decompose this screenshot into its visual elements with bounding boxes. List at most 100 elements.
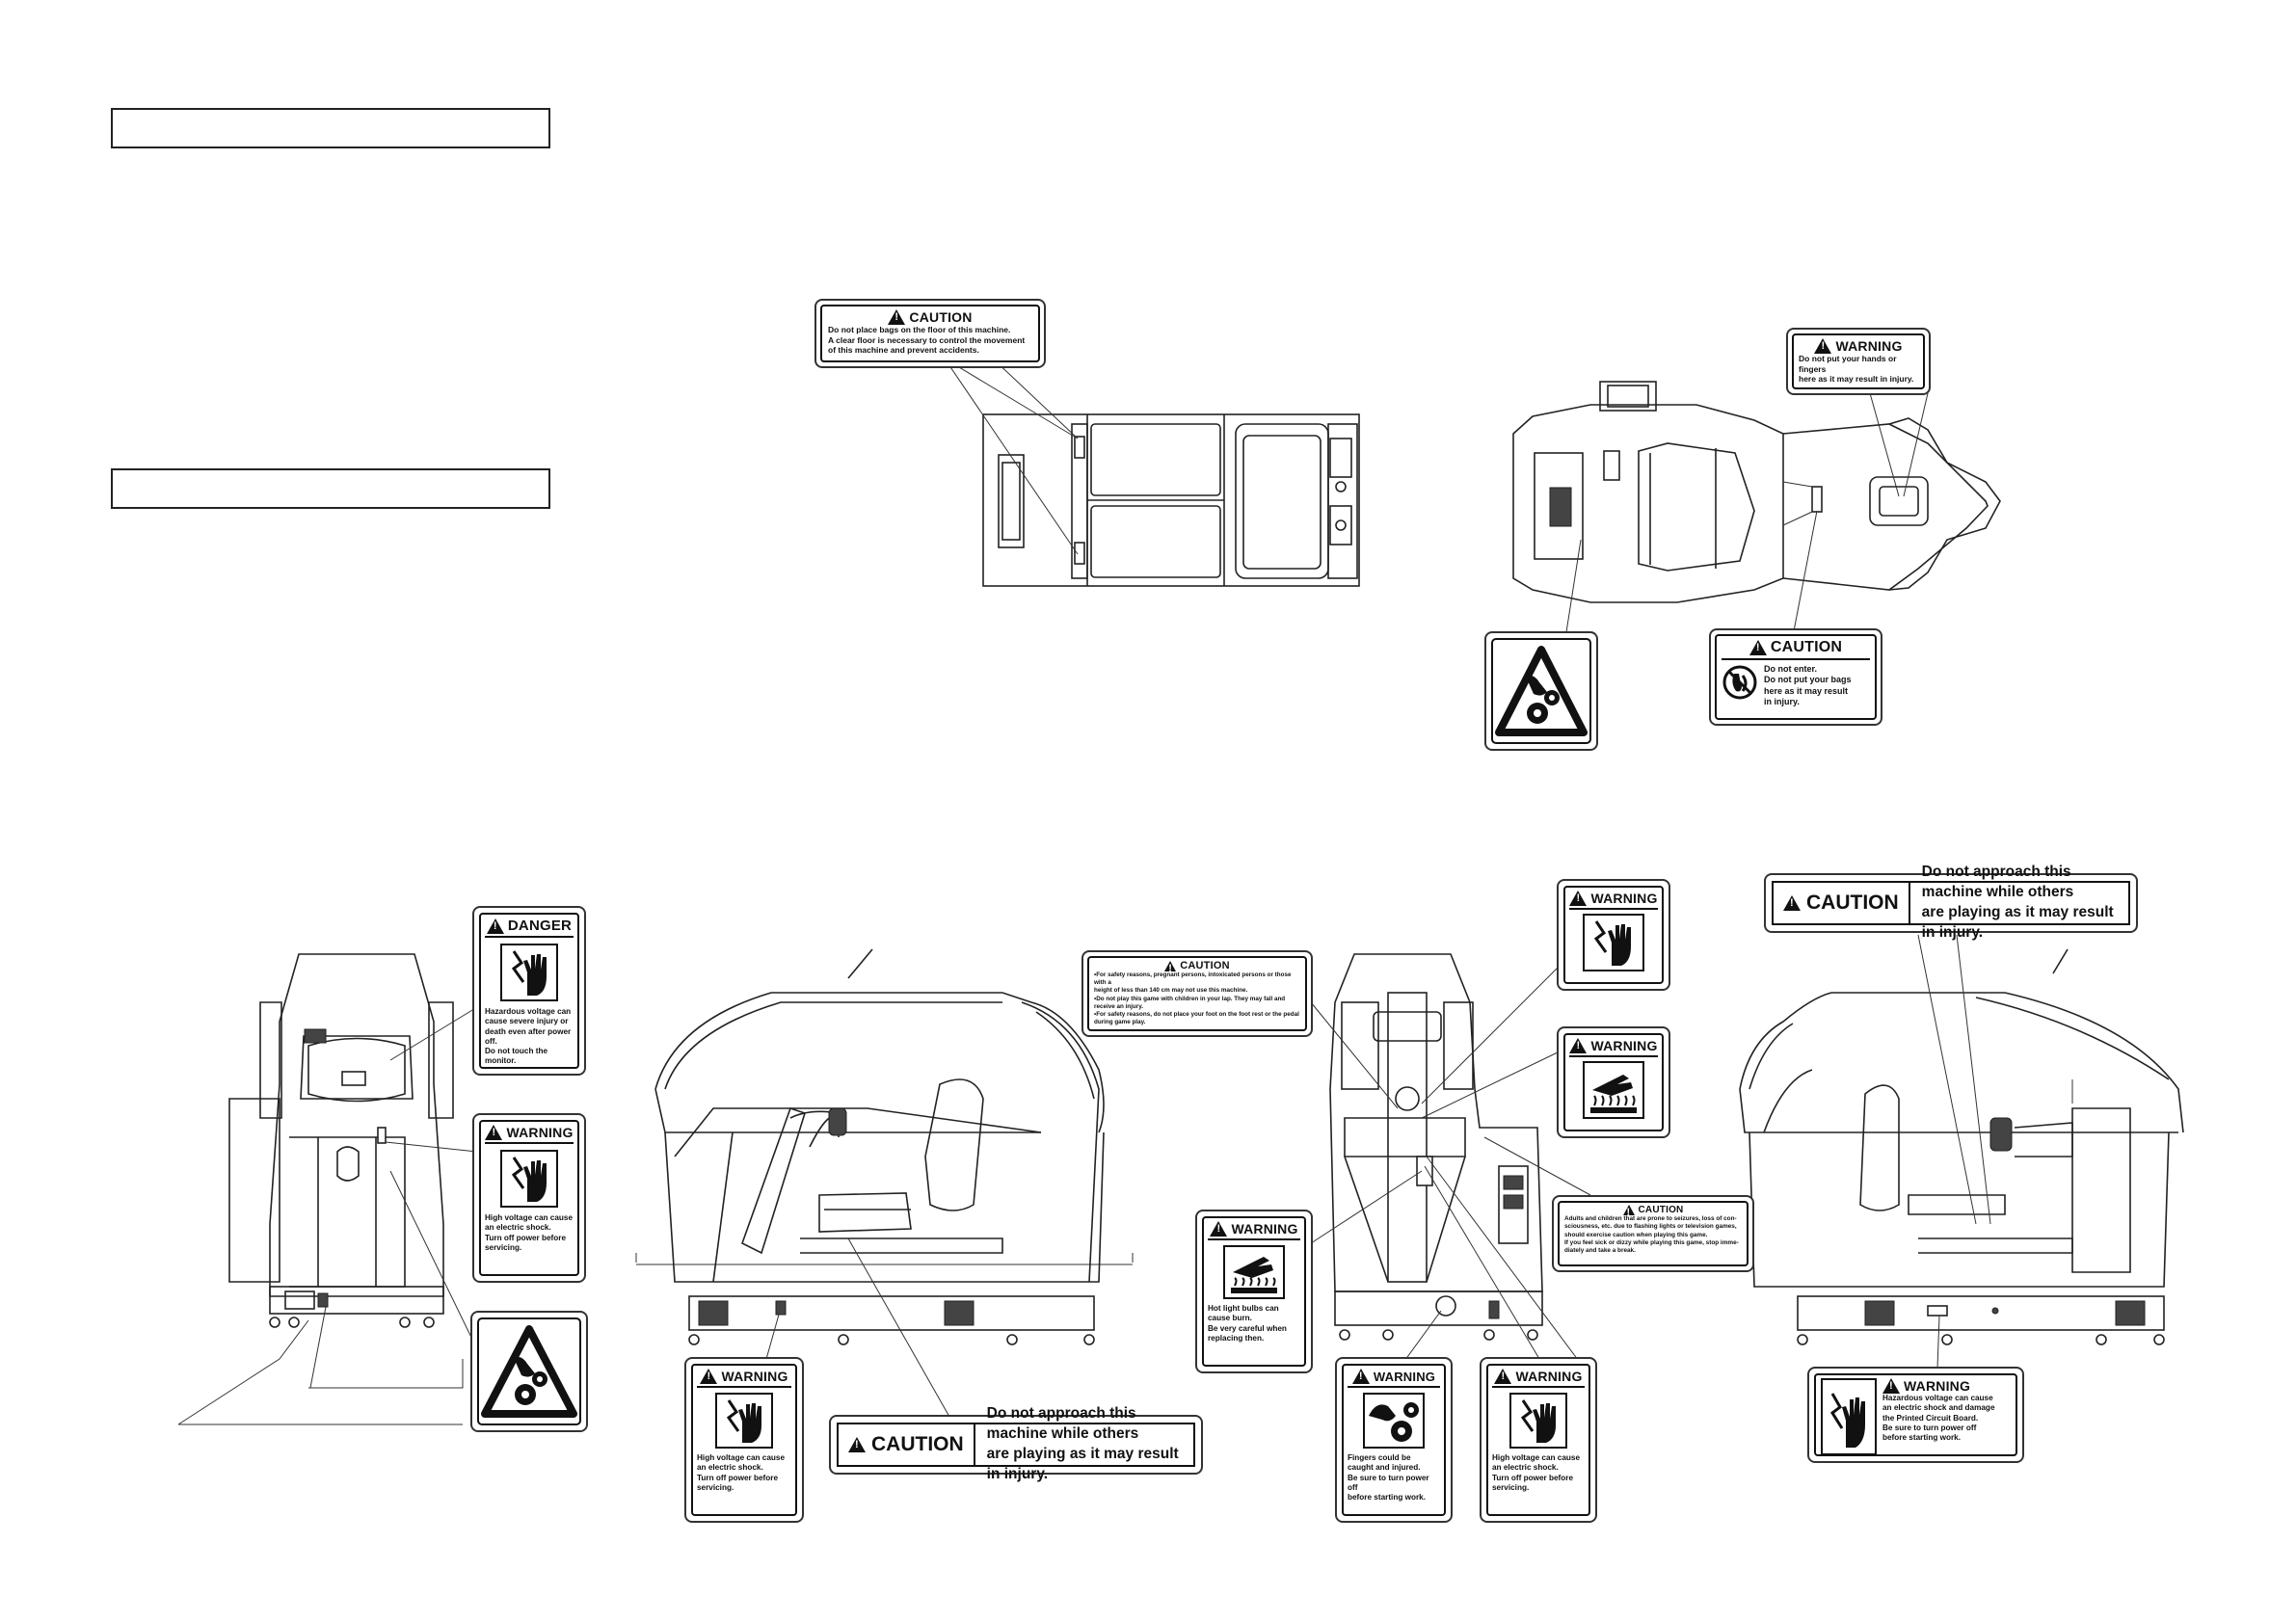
caution-safety-line-1: •For safety reasons, pregnant persons, i… (1094, 971, 1292, 987)
warning-fingers-line-4: before starting work. (1348, 1493, 1426, 1502)
warning-voltage-left-line-1: High voltage can cause (485, 1213, 574, 1222)
gear-pinch-icon (477, 1317, 581, 1425)
warning-voltage-bottom-line-1: High voltage can cause (697, 1453, 786, 1462)
caution-banner-2-header: CAUTION (1806, 891, 1899, 914)
caution-safety-label: CAUTION •For safety reasons, pregnant pe… (1081, 950, 1313, 1037)
electric-shock-hand-icon (500, 944, 558, 1001)
caution-banner-2-line-2: are playing as it may result in injury. (1921, 904, 2114, 941)
alert-triangle-icon (1569, 891, 1588, 906)
danger-monitor-label: DANGER Hazardous voltage can cause sever… (472, 906, 586, 1076)
warning-hand-top-label: WARNING (1557, 879, 1670, 991)
section-header-box-2 (111, 468, 550, 509)
no-step-icon (1722, 665, 1757, 700)
caution-banner-1-line-2: are playing as it may result in injury. (986, 1446, 1179, 1482)
alert-triangle-icon (888, 309, 906, 325)
gear-pinch-icon (1491, 638, 1591, 744)
alert-triangle-icon (1164, 960, 1177, 974)
alert-triangle-icon (1814, 338, 1832, 354)
danger-monitor-header: DANGER (507, 918, 573, 934)
warning-hands-label: WARNING Do not put your hands or fingers… (1786, 328, 1931, 395)
caution-floor-label: CAUTION Do not place bags on the floor o… (814, 299, 1046, 368)
warning-pcb-line-5: before starting work. (1882, 1433, 1961, 1442)
gear-pinch-label-left (470, 1311, 588, 1432)
warning-bulbs-line-3: Be very careful when (1208, 1323, 1287, 1333)
machine-side-view-right (1739, 934, 2184, 1370)
gear-pinch-label-top (1484, 631, 1598, 751)
caution-safety-line-3: •Do not play this game with children in … (1094, 995, 1286, 1010)
hot-surface-icon (1223, 1245, 1285, 1299)
warning-bulbs-header: WARNING (1231, 1221, 1298, 1237)
warning-bulbs-line-2: cause burn. (1208, 1314, 1252, 1323)
gear-pinch-icon (1363, 1393, 1425, 1449)
alert-triangle-icon (1210, 1221, 1228, 1237)
caution-enter-label: CAUTION Do not enter. Do not put your ba… (1709, 628, 1882, 726)
warning-pcb-header: WARNING (1904, 1378, 1971, 1394)
warning-voltage-mid-line-3: Turn off power before (1492, 1473, 1573, 1482)
danger-line-2: cause severe injury or (485, 1017, 569, 1026)
caution-safety-header: CAUTION (1180, 960, 1230, 971)
warning-voltage-left-line-4: servicing. (485, 1242, 522, 1252)
caution-seizure-line-1: Adults and children that are prone to se… (1564, 1215, 1737, 1222)
caution-seizure-line-4: If you feel sick or dizzy while playing … (1564, 1238, 1739, 1246)
warning-bulbs-label: WARNING Hot light bulbs can cause burn. … (1195, 1210, 1313, 1373)
warning-fingers-header: WARNING (1373, 1369, 1436, 1384)
warning-voltage-bottom-line-4: servicing. (697, 1482, 734, 1492)
warning-hands-line-1: Do not put your hands or fingers (1799, 354, 1897, 374)
warning-voltage-mid-line-1: High voltage can cause (1492, 1453, 1581, 1462)
warning-fingers-line-2: caught and injured. (1348, 1463, 1421, 1473)
warning-pcb-line-3: the Printed Circuit Board. (1882, 1413, 1979, 1423)
caution-enter-line-3: here as it may result (1764, 685, 1849, 696)
warning-fingers-line-1: Fingers could be (1348, 1453, 1411, 1462)
alert-triangle-icon (1882, 1378, 1900, 1394)
caution-floor-line-3: of this machine and prevent accidents. (828, 345, 979, 356)
warning-voltage-left-line-3: Turn off power before (485, 1233, 566, 1242)
caution-banner-2: CAUTION Do not approach this machine whi… (1764, 864, 2138, 941)
alert-triangle-icon (486, 918, 504, 934)
warning-voltage-bottom-line-3: Turn off power before (697, 1473, 778, 1482)
alert-triangle-icon (1569, 1038, 1588, 1053)
caution-safety-line-4: •For safety reasons, do not place your f… (1094, 1010, 1299, 1018)
caution-banner-1-line-1: Do not approach this machine while other… (986, 1405, 1139, 1443)
machine-front-view (177, 953, 478, 1425)
warning-fingers-line-3: Be sure to turn power off (1348, 1473, 1429, 1492)
warning-pcb-label: WARNING Hazardous voltage can cause an e… (1807, 1367, 2024, 1463)
electric-shock-hand-icon (1509, 1393, 1567, 1449)
caution-enter-line-1: Do not enter. (1764, 664, 1818, 674)
alert-triangle-icon (1749, 640, 1767, 655)
caution-floor-header: CAUTION (909, 309, 973, 325)
section-header-box-1 (111, 108, 550, 148)
machine-plan-view-2 (1512, 381, 2001, 664)
warning-hand-top-header: WARNING (1590, 891, 1658, 906)
alert-triangle-icon (700, 1369, 718, 1384)
caution-banner-1: CAUTION Do not approach this machine whi… (829, 1405, 1203, 1482)
caution-banner-1-header: CAUTION (871, 1433, 964, 1455)
warning-pcb-line-2: an electric shock and damage (1882, 1403, 1995, 1413)
caution-seizure-line-3: should exercise caution when playing thi… (1564, 1231, 1708, 1238)
warning-voltage-left-label: WARNING High voltage can cause an electr… (472, 1113, 586, 1283)
warning-voltage-mid-label: WARNING High voltage can cause an electr… (1480, 1357, 1597, 1523)
machine-rear-view (1310, 953, 1591, 1365)
caution-banner-2-line-1: Do not approach this machine while other… (1921, 864, 2074, 901)
caution-seizure-label: CAUTION Adults and children that are pro… (1552, 1195, 1754, 1272)
danger-line-3: death even after power off. (485, 1026, 572, 1046)
warning-voltage-bottom-line-2: an electric shock. (697, 1463, 763, 1473)
warning-fingers-label: WARNING Fingers could be caught and inju… (1335, 1357, 1453, 1523)
alert-triangle-icon (485, 1125, 503, 1140)
warning-voltage-mid-line-2: an electric shock. (1492, 1463, 1559, 1473)
danger-line-4: Do not touch the monitor. (485, 1047, 548, 1066)
hot-surface-icon (1583, 1061, 1644, 1119)
warning-voltage-left-header: WARNING (506, 1125, 574, 1140)
caution-enter-line-2: Do not put your bags (1764, 675, 1852, 685)
caution-enter-line-4: in injury. (1764, 696, 1800, 706)
danger-line-1: Hazardous voltage can (485, 1007, 572, 1016)
alert-triangle-icon (848, 1437, 866, 1452)
caution-floor-line-2: A clear floor is necessary to control th… (828, 334, 1026, 345)
warning-bulbs-line-1: Hot light bulbs can (1208, 1304, 1279, 1313)
warning-voltage-bottom-header: WARNING (721, 1369, 788, 1384)
warning-pcb-line-1: Hazardous voltage can cause (1882, 1394, 1993, 1402)
warning-hands-header: WARNING (1835, 338, 1903, 354)
electric-shock-hand-icon (1821, 1378, 1877, 1455)
warning-hands-line-2: here as it may result in injury. (1799, 374, 1914, 385)
caution-safety-line-2: height of less than 140 cm may not use t… (1094, 987, 1248, 995)
